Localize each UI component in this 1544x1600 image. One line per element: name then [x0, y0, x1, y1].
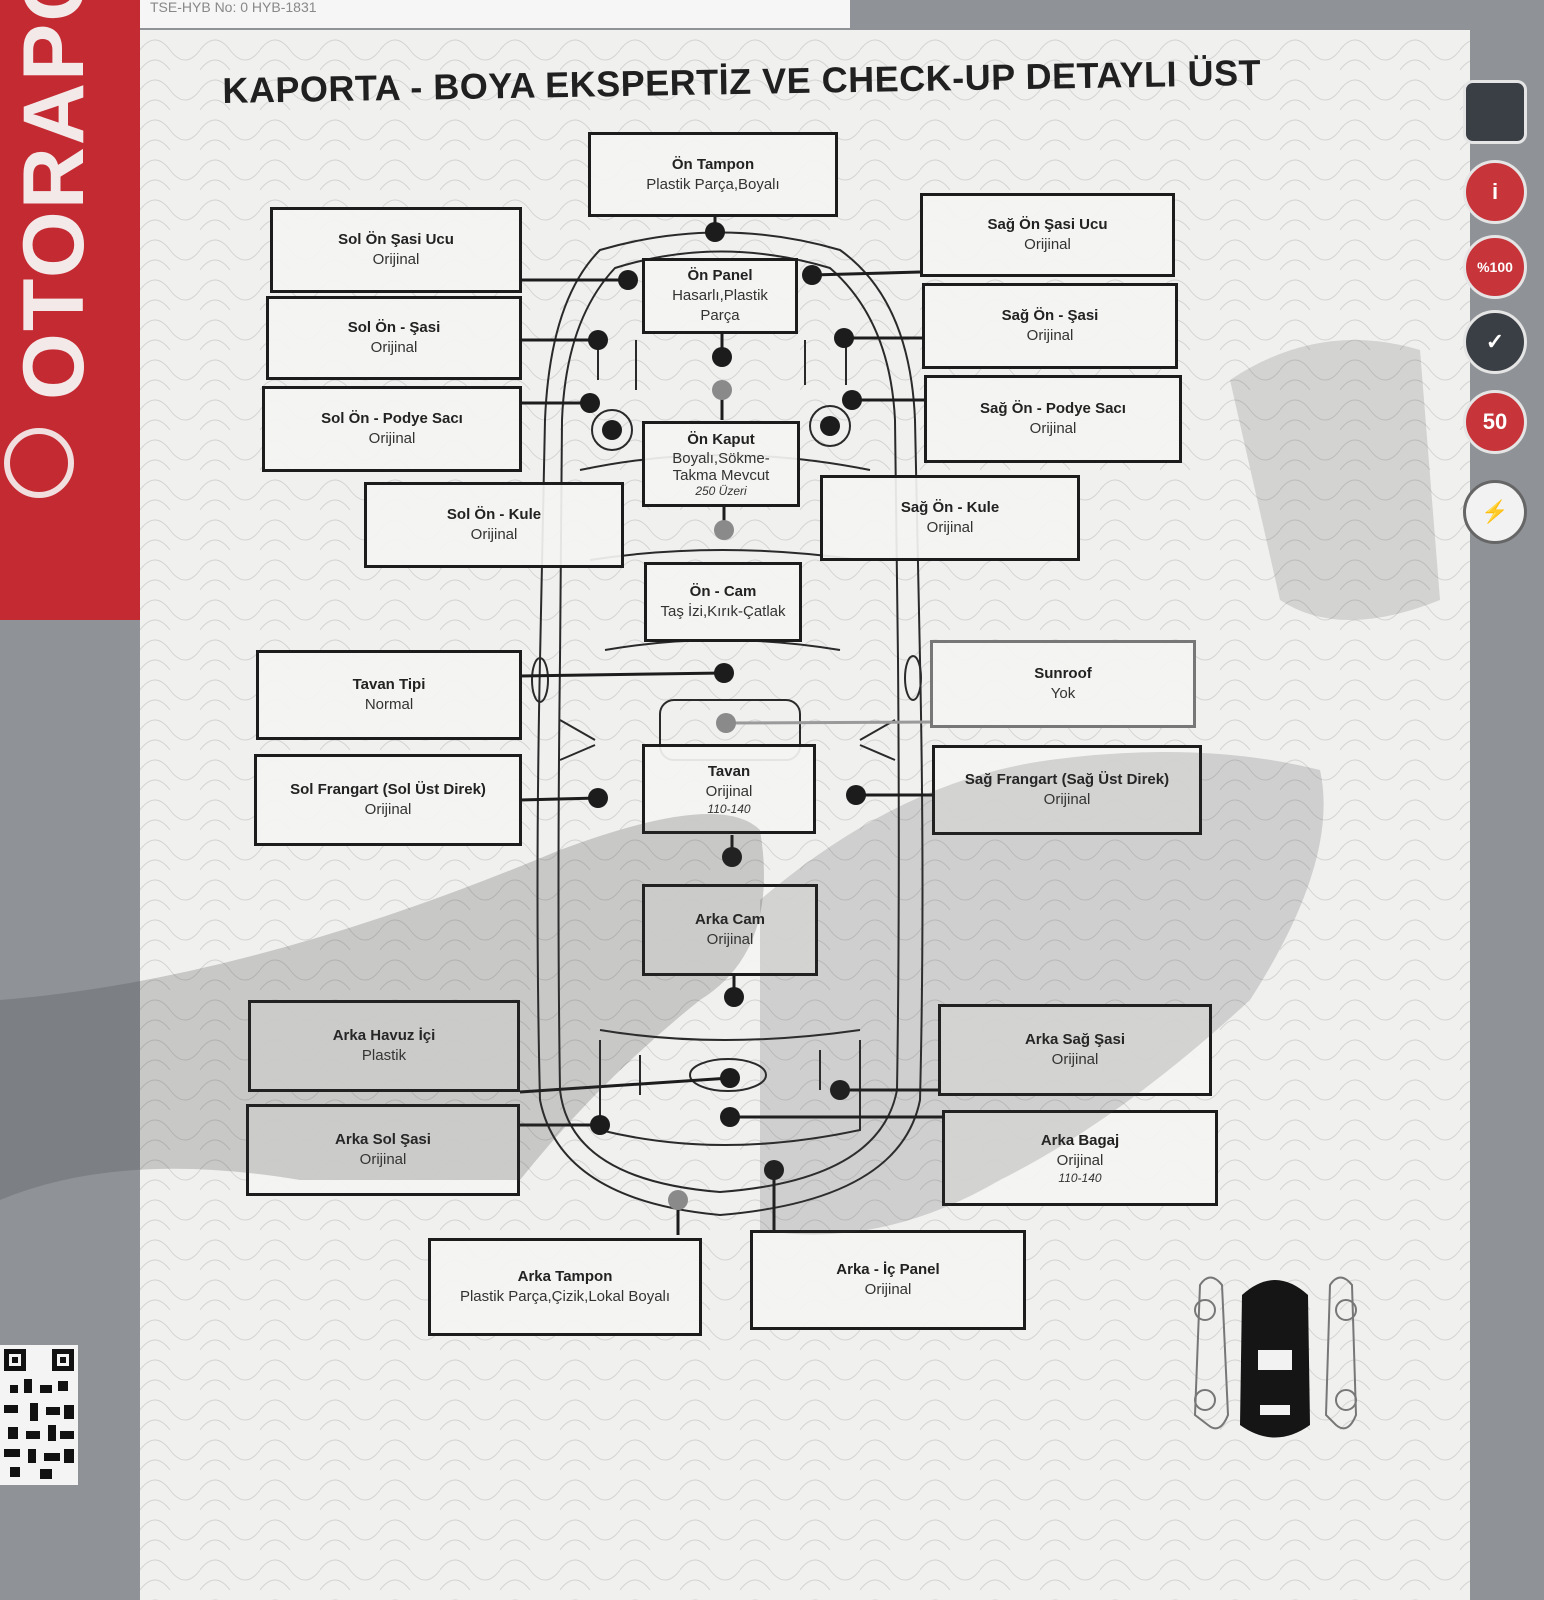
part-arka-sol-sasi: Arka Sol Şasi Orijinal	[246, 1104, 520, 1196]
percent-badge-icon: %100	[1463, 235, 1527, 299]
part-name: Ön - Cam	[689, 583, 757, 600]
part-name: Sol Ön - Podye Sacı	[321, 410, 463, 427]
part-value: Orijinal	[368, 430, 416, 447]
part-value: Orijinal	[1026, 327, 1074, 344]
part-name: Sol Ön - Kule	[446, 506, 542, 523]
part-value: Orijinal	[370, 339, 418, 356]
part-value: Yok	[1050, 685, 1076, 702]
part-value: Orijinal	[1024, 236, 1071, 253]
part-sag-on-sasi-ucu: Sağ Ön Şasi Ucu Orijinal	[920, 193, 1175, 277]
part-name: Sol Ön Şasi Ucu	[338, 231, 454, 248]
qr-code-icon	[0, 1345, 78, 1485]
check-badge-icon: ✓	[1463, 310, 1527, 374]
part-value: Orijinal	[926, 519, 974, 536]
part-name: Sol Frangart (Sol Üst Direk)	[290, 781, 486, 798]
part-value: Orijinal	[1029, 420, 1077, 437]
part-value: Taş İzi,Kırık-Çatlak	[660, 603, 786, 620]
part-name: Tavan	[707, 763, 751, 780]
part-name: Arka Cam	[694, 911, 766, 928]
part-tavan-tipi: Tavan Tipi Normal	[256, 650, 522, 740]
part-sub: 110-140	[707, 802, 751, 816]
part-value: Orijinal	[706, 931, 754, 948]
part-sol-on-podye: Sol Ön - Podye Sacı Orijinal	[262, 386, 522, 472]
part-name: Sağ Ön - Podye Sacı	[980, 400, 1126, 417]
part-name: Arka Bagaj	[1040, 1132, 1120, 1149]
part-sol-on-sasi-ucu: Sol Ön Şasi Ucu Orijinal	[270, 207, 522, 293]
info-badge-icon: i	[1463, 160, 1527, 224]
part-value: Orijinal	[1051, 1051, 1099, 1068]
brand-sidebar	[0, 0, 140, 620]
part-name: Arka Sol Şasi	[335, 1131, 431, 1148]
part-name: Tavan Tipi	[352, 676, 426, 693]
part-name: Arka - İç Panel	[836, 1261, 940, 1278]
part-arka-bagaj: Arka Bagaj Orijinal 110-140	[942, 1110, 1218, 1206]
part-value: Orijinal	[864, 1281, 912, 1298]
part-sol-on-sasi: Sol Ön - Şasi Orijinal	[266, 296, 522, 380]
part-name: Sağ Ön - Kule	[900, 499, 1000, 516]
part-sol-frangart: Sol Frangart (Sol Üst Direk) Orijinal	[254, 754, 522, 846]
part-arka-havuz: Arka Havuz İçi Plastik	[248, 1000, 520, 1092]
part-value: Orijinal	[1056, 1152, 1104, 1169]
part-value: Boyalı,Sökme-Takma Mevcut	[672, 450, 770, 484]
shield-badge-icon	[1463, 80, 1527, 144]
part-sag-on-podye: Sağ Ön - Podye Sacı Orijinal	[924, 375, 1182, 463]
part-sol-on-kule: Sol Ön - Kule Orijinal	[364, 482, 624, 568]
part-value: Orijinal	[359, 1151, 407, 1168]
part-name: Arka Tampon	[517, 1268, 613, 1285]
part-name: Ön Panel	[687, 267, 753, 284]
part-name: Sağ Ön Şasi Ucu	[987, 216, 1108, 233]
part-name: Sağ Frangart (Sağ Üst Direk)	[964, 771, 1170, 788]
voltage-badge-icon: ⚡	[1463, 480, 1527, 544]
part-arka-cam: Arka Cam Orijinal	[642, 884, 818, 976]
part-tavan: Tavan Orijinal 110-140	[642, 744, 816, 834]
part-on-kaput: Ön Kaput Boyalı,Sökme-Takma Mevcut 250 Ü…	[642, 421, 800, 507]
part-name: Sağ Ön - Şasi	[1001, 307, 1099, 324]
part-sag-on-kule: Sağ Ön - Kule Orijinal	[820, 475, 1080, 561]
part-value: Normal	[364, 696, 414, 713]
top-strip-text: TSE-HYB No: 0 HYB-1831	[140, 0, 850, 28]
part-name: Arka Sağ Şasi	[1024, 1031, 1126, 1048]
part-value: Plastik Parça,Boyalı	[646, 175, 780, 193]
part-sag-on-sasi: Sağ Ön - Şasi Orijinal	[922, 283, 1178, 369]
part-value: Orijinal	[364, 801, 412, 818]
part-arka-tampon: Arka Tampon Plastik Parça,Çizik,Lokal Bo…	[428, 1238, 702, 1336]
part-value: Orijinal	[1043, 791, 1091, 808]
part-value: Plastik	[361, 1047, 407, 1064]
part-sag-frangart: Sağ Frangart (Sağ Üst Direk) Orijinal	[932, 745, 1202, 835]
part-name: Sunroof	[1034, 665, 1092, 682]
car-views-icon	[1193, 1276, 1358, 1438]
part-value: Orijinal	[705, 783, 753, 800]
part-on-panel: Ön Panel Hasarlı,Plastik Parça	[642, 258, 798, 334]
part-value: Orijinal	[372, 251, 420, 268]
part-name: Arka Havuz İçi	[332, 1027, 436, 1044]
part-sunroof: Sunroof Yok	[930, 640, 1196, 728]
part-arka-sag-sasi: Arka Sağ Şasi Orijinal	[938, 1004, 1212, 1096]
part-value: Hasarlı,Plastik Parça	[672, 287, 768, 324]
part-value: Orijinal	[470, 526, 518, 543]
part-name: Ön Tampon	[671, 155, 755, 173]
part-on-cam: Ön - Cam Taş İzi,Kırık-Çatlak	[644, 562, 802, 642]
points-badge-icon: 50	[1463, 390, 1527, 454]
part-sub: 110-140	[1058, 1171, 1102, 1185]
part-on-tampon: Ön Tampon Plastik Parça,Boyalı	[588, 132, 838, 217]
part-name: Sol Ön - Şasi	[347, 319, 441, 336]
part-name: Ön Kaput	[687, 431, 755, 448]
part-arka-ic-panel: Arka - İç Panel Orijinal	[750, 1230, 1026, 1330]
part-value: Plastik Parça,Çizik,Lokal Boyalı	[459, 1288, 671, 1305]
part-sub: 250 Üzeri	[695, 484, 747, 498]
